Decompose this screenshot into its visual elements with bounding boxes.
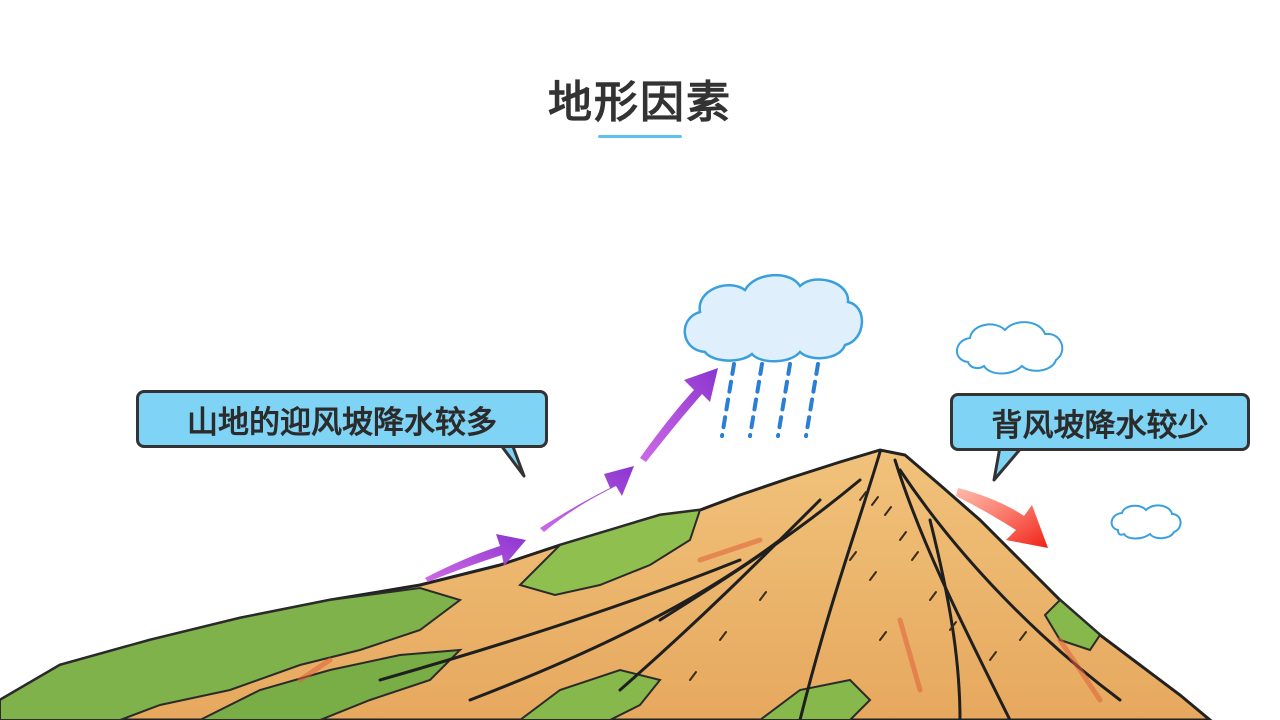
mountain-illustration — [0, 448, 1213, 720]
rain-cloud-icon — [683, 273, 864, 438]
cloud-icon-small — [1110, 504, 1182, 540]
callout-leeward: 背风坡降水较少 — [950, 393, 1250, 451]
title-underline — [598, 135, 682, 138]
cloud-icon — [956, 321, 1064, 375]
page-title: 地形因素 — [548, 77, 732, 128]
wind-arrow-icon-leeward — [956, 488, 1048, 548]
wind-arrow-icon — [425, 368, 718, 582]
callout-windward: 山地的迎风坡降水较多 — [136, 390, 548, 448]
